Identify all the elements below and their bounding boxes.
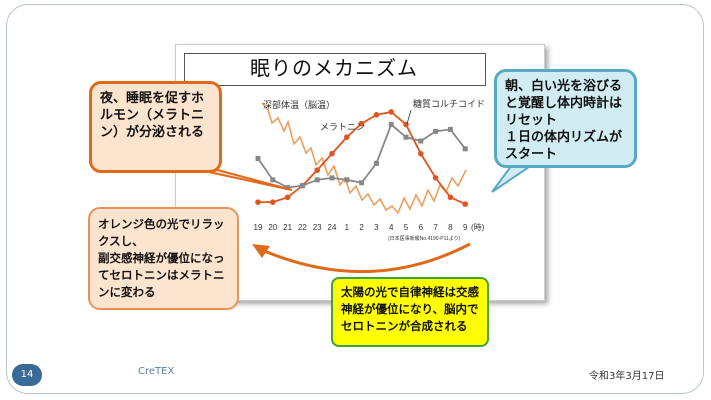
x-tick-label: 23 (313, 223, 322, 232)
body-temperature-line (261, 102, 467, 215)
cortisol-g-point (344, 177, 350, 183)
brand-footer: CreTEX (138, 366, 175, 377)
melatonin-g-point (358, 120, 365, 127)
x-tick-label: 24 (328, 223, 337, 232)
cortisol-g-point (373, 160, 379, 166)
melatonin-g-point (388, 109, 395, 115)
sunlight-callout: 太陽の光で自律神経は交感神経が優位になり、脳内でセロトニンが合成される (331, 277, 489, 347)
source-note: (日本医事新報No.4190-P11より) (388, 235, 461, 242)
cycle-arrow (261, 242, 471, 274)
x-tick-label: 5 (404, 223, 409, 232)
melatonin-g-point (447, 194, 454, 201)
cortisol-g-point (462, 146, 468, 152)
x-tick-label: 6 (419, 223, 424, 232)
figure-title: 眠りのメカニズム (250, 56, 418, 80)
melatonin-g-point (284, 194, 291, 201)
cortisol-g-point (447, 126, 453, 132)
cortisol-g-point (329, 175, 335, 181)
x-tick-label: 1 (345, 223, 350, 232)
melatonin-g-point (403, 121, 409, 128)
melatonin-g-point (462, 201, 469, 207)
cycle-arrowhead (252, 244, 270, 258)
melatonin-g-point (418, 150, 424, 157)
melatonin-g-point (329, 150, 335, 157)
cortisol-g-point (418, 138, 424, 144)
morning-callout: 朝、白い光を浴びると覚醒し体内時計はリセット １日の体内リズムがスタート (494, 69, 637, 168)
x-tick-label: 3 (374, 223, 379, 232)
x-tick-label: 8 (448, 223, 453, 232)
cortisol-g-point (359, 180, 365, 186)
night-callout: 夜、睡眠を促すホルモン（メラトニン）が分泌される (89, 81, 222, 173)
x-tick-label: 9 (463, 223, 468, 232)
cortisol-g-point (270, 177, 276, 183)
orange-light-callout: オレンジ色の光でリラックスし、 副交感神経が優位になってセロトニンはメラトニンに… (88, 207, 239, 310)
x-tick-label: 7 (433, 223, 438, 232)
x-tick-label: 4 (389, 223, 394, 232)
cortisol-g-point (285, 185, 291, 191)
page-number: 14 (12, 364, 42, 386)
cortisol-label: 糖質コルチコイド (413, 98, 485, 110)
cortisol-series (255, 122, 468, 191)
x-tick-label: 20 (268, 223, 277, 232)
melatonin-g-point (373, 112, 380, 118)
x-tick-label: 21 (283, 223, 292, 232)
date-footer: 令和3年3月17日 (589, 371, 665, 382)
x-tick-label: 19 (254, 223, 263, 232)
melatonin-g-point (314, 167, 321, 173)
cortisol-g-point (299, 183, 305, 189)
x-unit-label: (時) (471, 223, 485, 232)
melatonin-g-point (344, 134, 350, 140)
body-temp-label: 深部体温（脳温） (263, 99, 335, 111)
cortisol-g-point (403, 134, 409, 140)
figure-title-box (184, 53, 486, 86)
x-tick-label: 22 (298, 223, 307, 232)
cortisol-g-point (314, 177, 320, 183)
cortisol-g-point (388, 122, 394, 128)
melatonin-label: メラトニン (320, 122, 365, 133)
morning-callout-tail (491, 164, 536, 193)
melatonin-g-point (255, 199, 261, 205)
cortisol-g-point (433, 128, 439, 134)
x-tick-label: 2 (359, 223, 364, 232)
melatonin-series (255, 109, 469, 207)
cortisol-pointer (406, 109, 412, 125)
melatonin-g-point (270, 199, 276, 205)
melatonin-g-point (432, 175, 439, 181)
cortisol-g-point (255, 156, 261, 161)
